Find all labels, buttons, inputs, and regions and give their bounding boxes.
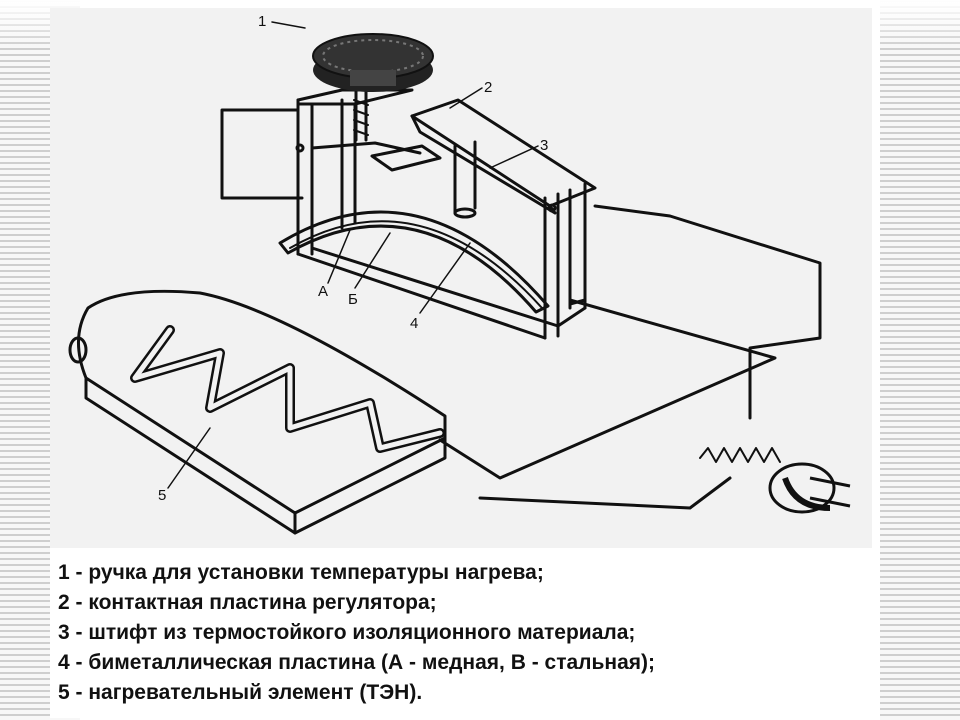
bimetal-plate bbox=[278, 210, 550, 314]
legend-list: 1 - ручка для установки температуры нагр… bbox=[58, 558, 868, 708]
power-plug-icon bbox=[768, 462, 851, 514]
contact-plate bbox=[410, 98, 597, 208]
legend-item-5: 5 - нагревательный элемент (ТЭН). bbox=[58, 681, 423, 704]
callout-4: 4 bbox=[410, 315, 418, 332]
frame-left-post bbox=[296, 98, 314, 256]
callout-3: 3 bbox=[540, 137, 548, 154]
soleplate bbox=[76, 289, 447, 515]
cord-spring bbox=[699, 447, 781, 463]
frame-top-bar bbox=[296, 88, 414, 106]
insulating-pin bbox=[453, 140, 477, 215]
callout-5: 5 bbox=[158, 487, 166, 504]
right-stripes-decoration bbox=[880, 0, 960, 720]
wire-to-sole bbox=[438, 298, 777, 480]
frame-mid-bar bbox=[310, 141, 422, 155]
frame-right-post bbox=[543, 182, 587, 340]
slide: 1 2 3 4 А Б 5 1 - ручка для установки те… bbox=[50, 8, 872, 718]
legend-item-4: 4 - биметаллическая пластина (А - медная… bbox=[58, 651, 656, 674]
wire-to-plug bbox=[478, 476, 732, 510]
callout-2: 2 bbox=[484, 79, 492, 96]
frame-base bbox=[296, 246, 587, 340]
legend-item-2: 2 - контактная пластина регулятора; bbox=[58, 591, 437, 614]
wire-right bbox=[593, 204, 822, 420]
legend-item-3: 3 - штифт из термостойкого изоляционного… bbox=[58, 621, 636, 644]
callout-b: Б bbox=[348, 291, 358, 308]
wire-left-loop bbox=[220, 108, 304, 200]
callout-a: А bbox=[318, 283, 328, 300]
legend-item-1: 1 - ручка для установки температуры нагр… bbox=[58, 561, 544, 584]
temperature-knob-icon bbox=[312, 33, 434, 92]
callout-1: 1 bbox=[258, 13, 266, 30]
contact-block bbox=[370, 144, 442, 172]
iron-thermostat-diagram: 1 2 3 4 А Б 5 bbox=[50, 8, 872, 548]
frame-back-posts bbox=[340, 98, 357, 230]
